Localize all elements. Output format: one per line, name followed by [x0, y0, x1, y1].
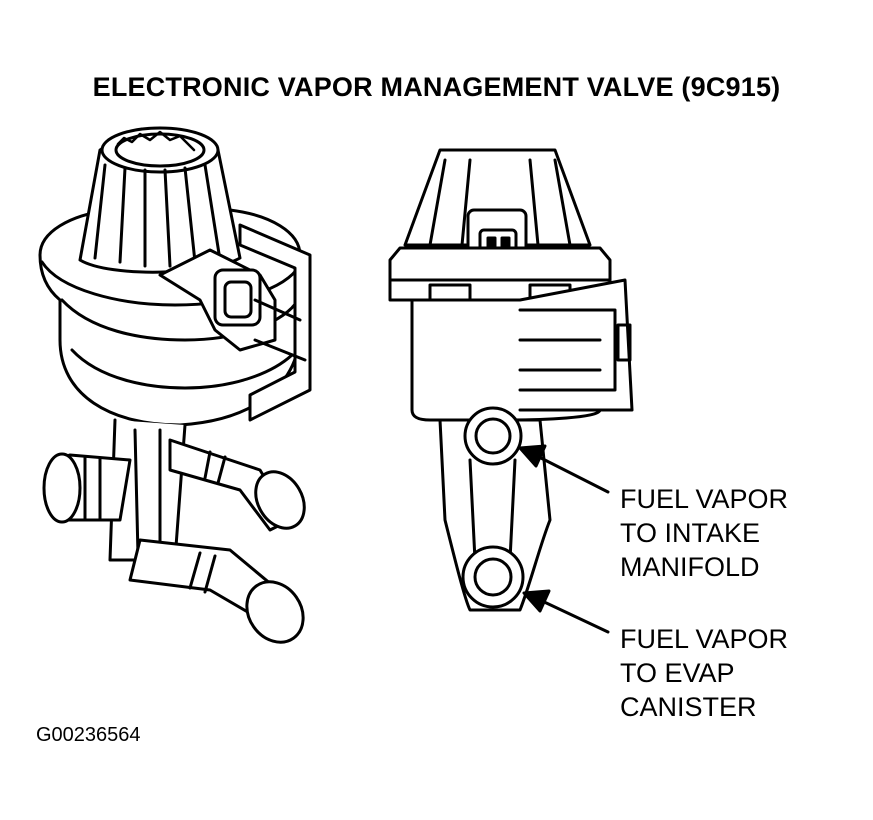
callout-line: MANIFOLD: [620, 552, 760, 582]
callout-line: FUEL VAPOR: [620, 624, 789, 654]
figure-id: G00236564: [36, 724, 141, 746]
leader-arrow-evap-canister: [522, 589, 610, 634]
diagram-title: ELECTRONIC VAPOR MANAGEMENT VALVE (9C915…: [92, 72, 781, 102]
callout-line: FUEL VAPOR: [620, 484, 789, 514]
callout-fuel-vapor-to-evap-canister: FUEL VAPOR TO EVAP CANISTER: [620, 622, 788, 724]
callout-line: TO EVAP: [620, 658, 735, 688]
valve-perspective-view: [38, 126, 312, 644]
leader-arrow-intake-manifold: [518, 444, 610, 494]
callout-line: CANISTER: [620, 692, 757, 722]
callout-line: TO INTAKE: [620, 518, 761, 548]
valve-front-view: [388, 148, 634, 612]
callout-fuel-vapor-to-intake-manifold: FUEL VAPOR TO INTAKE MANIFOLD: [620, 482, 788, 584]
